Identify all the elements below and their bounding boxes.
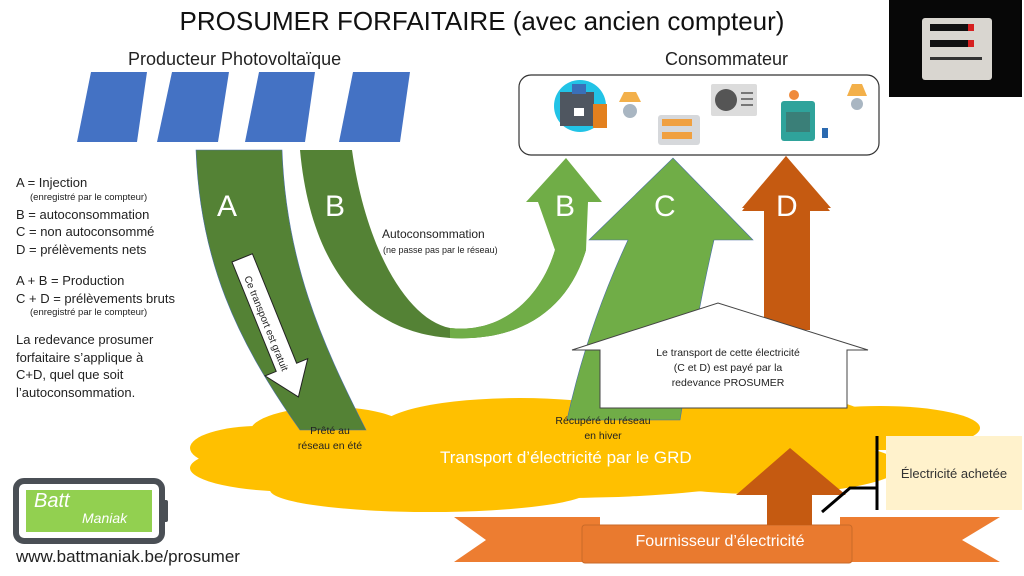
recovered-winter-line: Récupéré du réseau [555, 415, 651, 427]
flow-d-arrow-head [742, 156, 830, 211]
flow-b-label-left: B [325, 190, 346, 223]
bought-electricity-label: Électricité achetée [900, 465, 1008, 481]
legend-gross: C + D = prélèvements bruts [16, 290, 175, 306]
autoconsumption-note: Autoconsommation (ne passe pas par le ré… [382, 226, 498, 258]
lent-summer-line: réseau en été [297, 440, 363, 452]
lent-summer-line: Prêté au [310, 425, 350, 437]
autoconsumption-subtitle: (ne passe pas par le réseau) [383, 245, 498, 255]
solar-panel [245, 72, 315, 142]
page-title: PROSUMER FORFAITAIRE (avec ancien compte… [179, 6, 785, 36]
heater-icon [658, 115, 700, 145]
supply-arrow [736, 448, 846, 525]
flow-c-label: C [654, 190, 676, 223]
producer-heading: Producteur Photovoltaïque [128, 49, 342, 69]
battmaniak-logo [13, 478, 168, 544]
recovered-winter-line: en hiver [584, 430, 622, 442]
flow-a-band [195, 149, 367, 431]
legend-a: A = Injection [16, 175, 88, 190]
legend-paragraph-1: La redevance prosumer [16, 332, 154, 347]
legend-paragraph-4: l’autoconsommation. [16, 384, 136, 400]
flow-b-label-right: B [555, 190, 576, 223]
supplier-ribbon [454, 517, 1000, 564]
legend-paragraph-3: C+D, quel que soit [16, 367, 124, 382]
free-transport-arrow [231, 253, 309, 398]
flow-b-band-right [450, 250, 586, 339]
electricity-meter-photo [889, 0, 1022, 97]
supplier-label: Fournisseur d’électricité [635, 533, 805, 550]
legend-production: A + B = Production [16, 273, 125, 288]
solar-panel [77, 72, 147, 142]
logo-text-bottom: Maniak [82, 510, 128, 526]
website-url[interactable]: www.battmaniak.be/prosumer [16, 547, 240, 566]
oven-icon [781, 90, 828, 141]
legend-c: C = non autoconsommé [16, 224, 155, 239]
legend-a-note: (enregistré par le compteur) [30, 191, 148, 203]
solar-panels [77, 72, 410, 142]
legend-paragraph-2: forfaitaire s’applique à [16, 349, 144, 365]
house-text-line: Le transport de cette électricité [656, 347, 800, 359]
autoconsumption-title: Autoconsommation [382, 227, 485, 241]
lent-summer-text: Prêté au réseau en été [290, 424, 370, 454]
lamp-icon [847, 84, 867, 110]
house-text: Le transport de cette électricité (C et … [628, 346, 828, 391]
house-text-line: redevance PROSUMER [671, 377, 785, 389]
legend-d: D = prélèvements nets [16, 241, 147, 257]
solar-panel [157, 72, 229, 142]
prosumer-house [571, 302, 869, 409]
house-text-line: (C et D) est payé par la [673, 362, 783, 374]
recovered-winter-text: Récupéré du réseau en hiver [540, 414, 666, 444]
solar-panel [339, 72, 410, 142]
flow-a-label: A [217, 190, 238, 223]
air-conditioner-icon [711, 84, 757, 116]
bought-connector [821, 486, 877, 514]
coffee-machine-icon [554, 80, 607, 132]
lamp-icon [619, 92, 641, 118]
legend-gross-note: (enregistré par le compteur) [30, 307, 148, 318]
legend-b: B = autoconsommation [16, 206, 150, 222]
flow-b-arrowhead [526, 158, 602, 250]
grid-transport-label: Transport d’électricité par le GRD [440, 448, 692, 467]
flow-d-arrow-shaft [764, 210, 810, 330]
consumer-heading: Consommateur [665, 49, 789, 69]
flow-b-band [300, 150, 586, 339]
logo-text-top: Batt [34, 490, 70, 512]
bought-electricity-box: Électricité achetée [886, 436, 1022, 510]
legend: A = Injection (enregistré par le compteu… [16, 174, 206, 401]
flow-d-label: D [776, 190, 798, 223]
